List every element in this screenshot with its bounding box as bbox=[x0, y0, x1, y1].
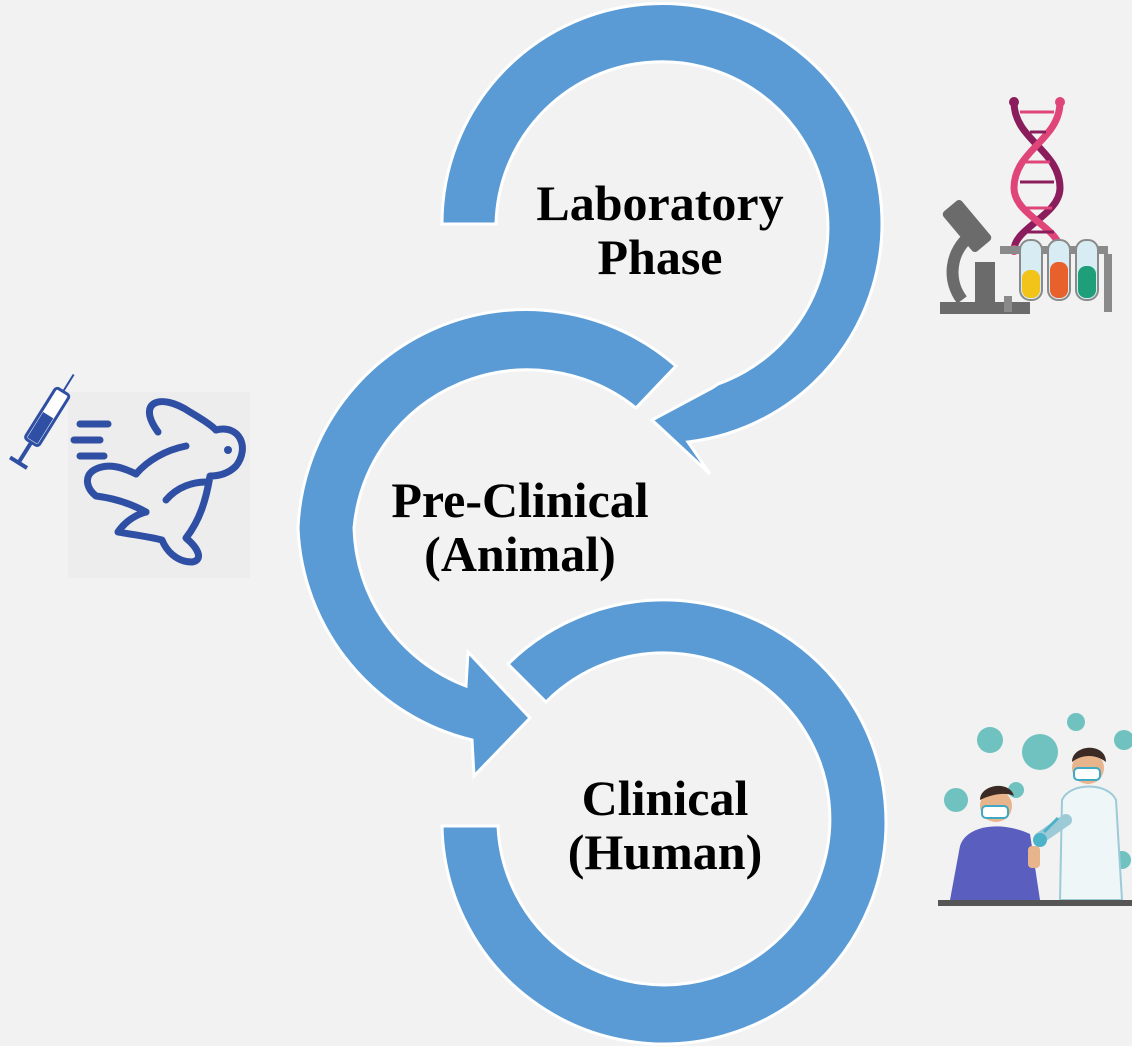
preclinical-label-line2: (Animal) bbox=[424, 526, 616, 582]
patient-figure bbox=[950, 785, 1040, 900]
clinical-phase-label: Clinical (Human) bbox=[520, 771, 810, 879]
clinical-ring bbox=[440, 598, 888, 1046]
laboratory-label-line1: Laboratory bbox=[536, 175, 784, 231]
doctor-vaccinating-patient-icon bbox=[938, 713, 1132, 906]
floor-line bbox=[938, 900, 1132, 906]
preclinical-ring-arrow bbox=[296, 308, 679, 780]
clinical-label-line1: Clinical bbox=[581, 770, 749, 826]
laboratory-label-line2: Phase bbox=[597, 229, 723, 285]
preclinical-label-line1: Pre-Clinical bbox=[391, 472, 649, 528]
doctor-figure bbox=[1033, 747, 1124, 901]
rabbit-icon bbox=[70, 398, 246, 566]
preclinical-phase-label: Pre-Clinical (Animal) bbox=[360, 473, 680, 581]
rabbit-syringe-icon bbox=[9, 373, 250, 578]
rabbit-eye bbox=[224, 446, 232, 454]
virus-icon bbox=[944, 713, 1132, 869]
clinical-label-line2: (Human) bbox=[567, 824, 763, 880]
syringe-icon bbox=[9, 373, 75, 470]
laboratory-ring-arrow bbox=[440, 2, 884, 476]
laboratory-phase-label: Laboratory Phase bbox=[510, 176, 810, 284]
test-tubes-icon bbox=[1000, 239, 1112, 312]
dna-icon bbox=[1009, 97, 1065, 255]
dna-microscope-test-tubes-icon bbox=[940, 97, 1112, 314]
microscope-icon bbox=[940, 200, 1030, 314]
